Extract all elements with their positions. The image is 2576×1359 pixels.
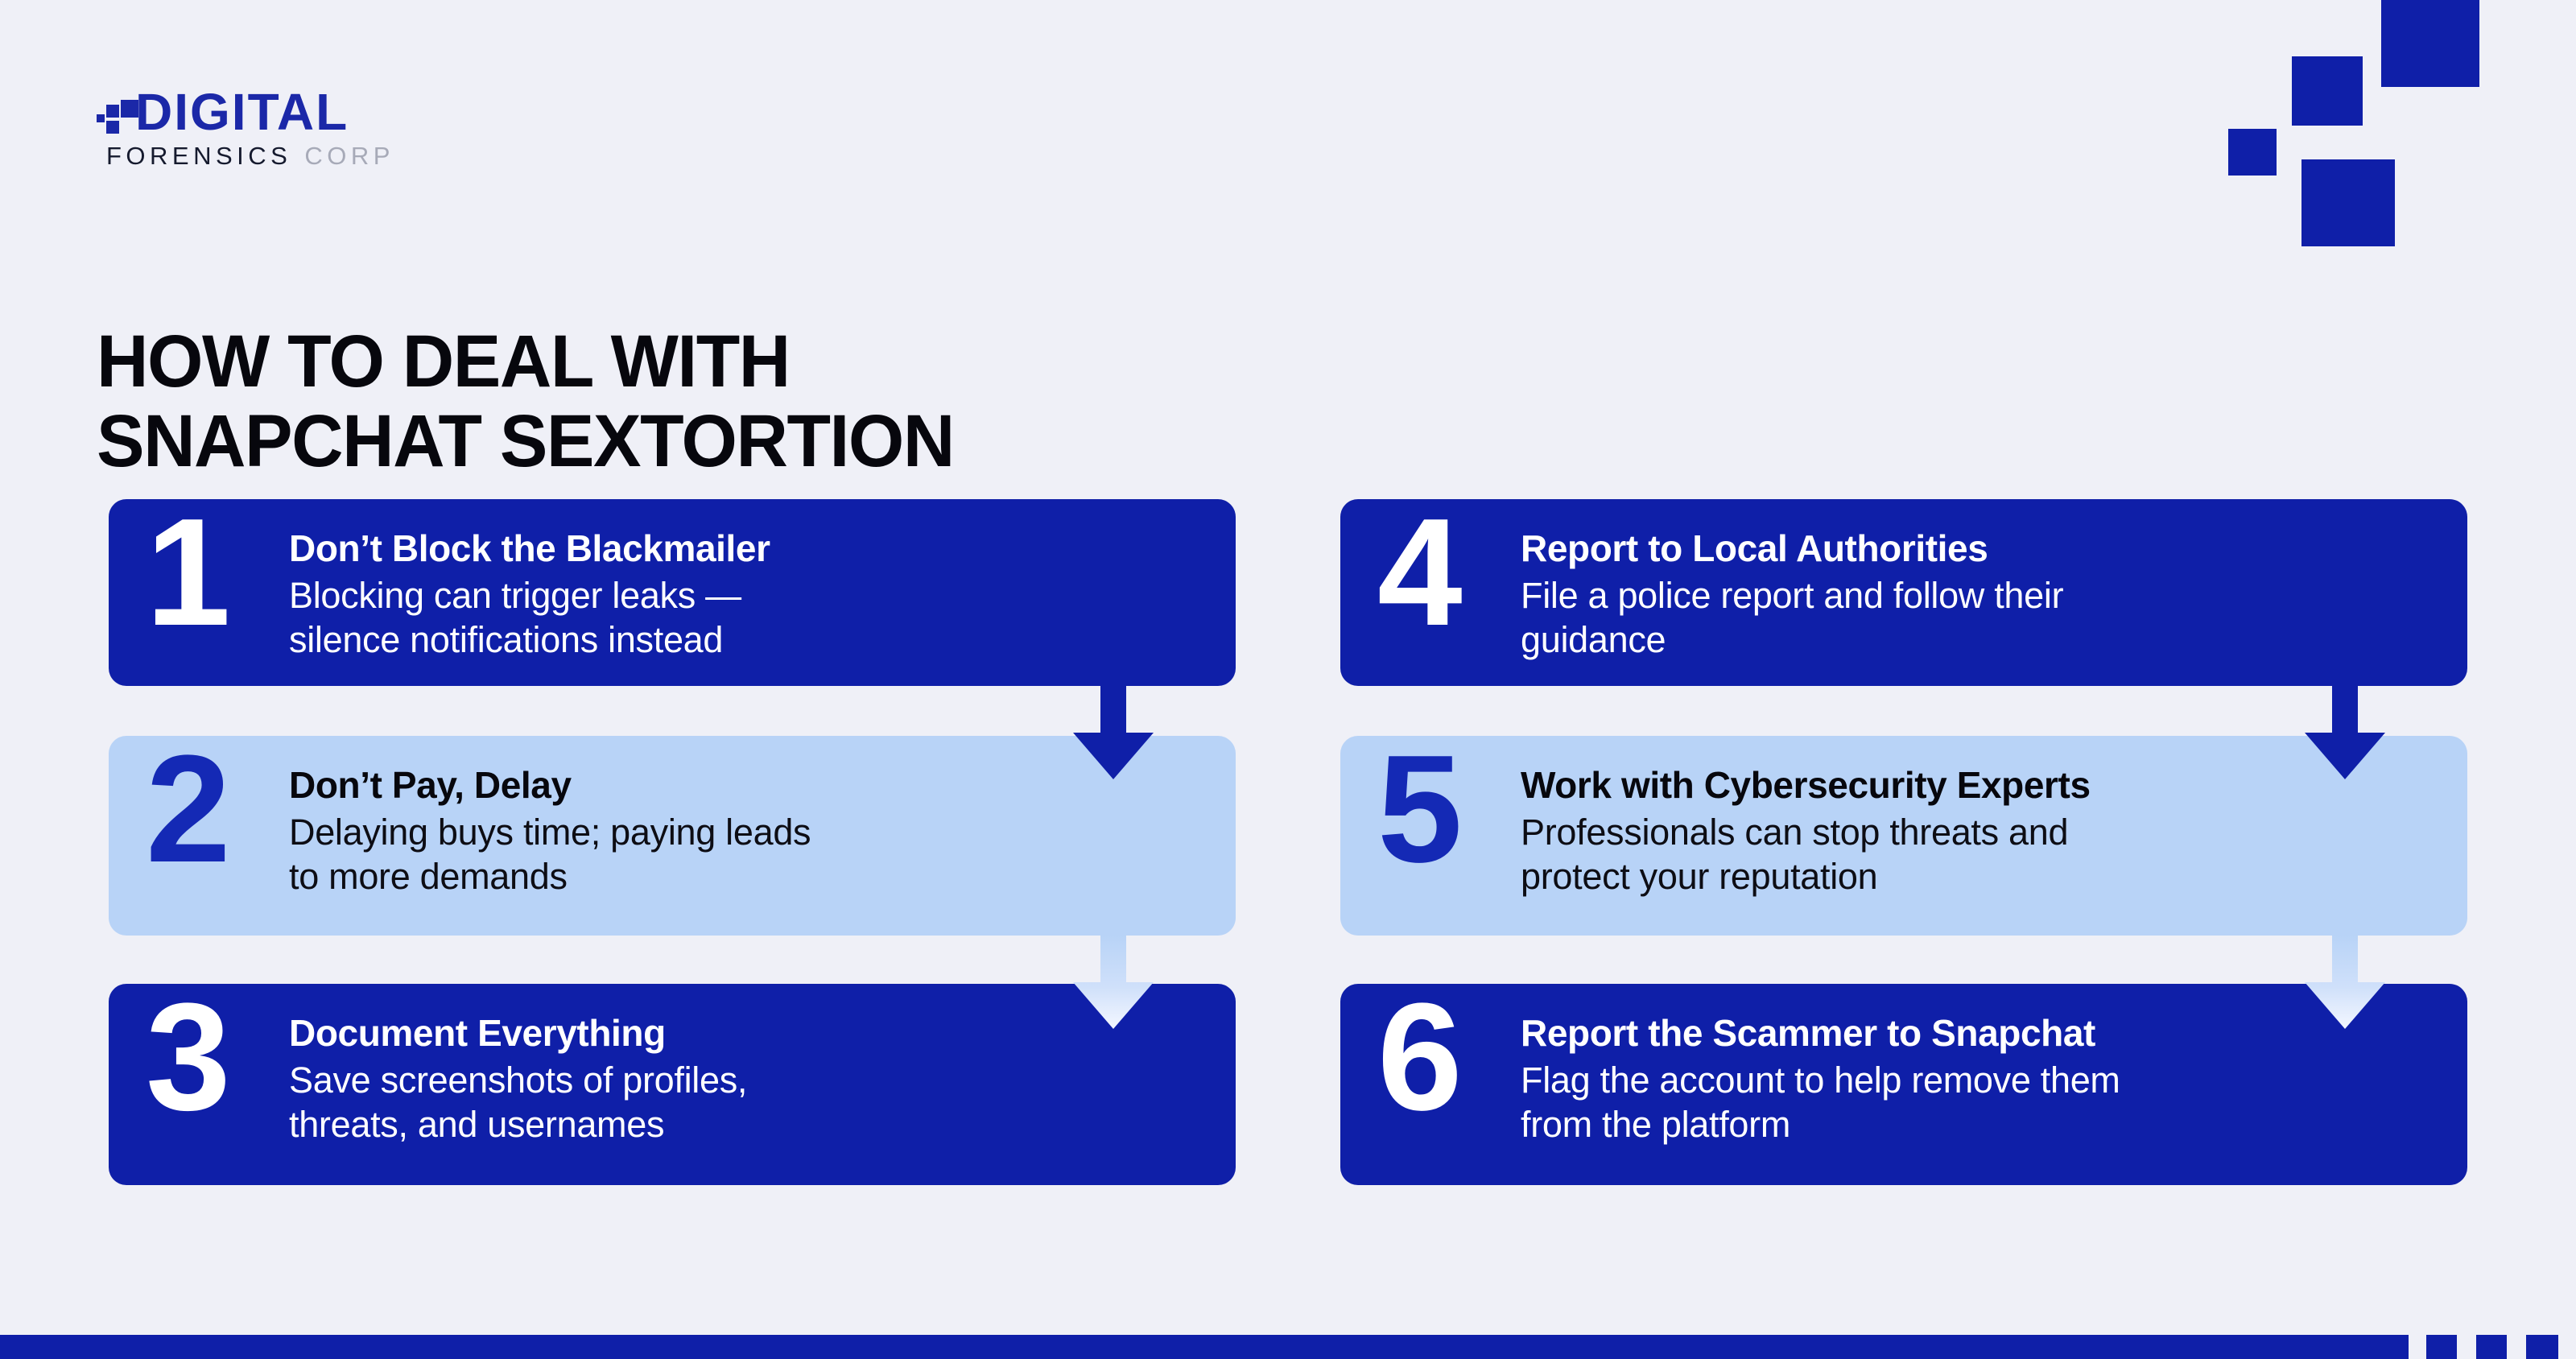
step-card-3: 3 Document Everything Save screenshots o… <box>109 972 1236 1185</box>
decorative-square-medium <box>2292 56 2363 126</box>
decorative-square-large-top <box>2381 0 2479 87</box>
footer-bar-dash-1 <box>2426 1335 2457 1359</box>
page-title: HOW TO DEAL WITH SNAPCHAT SEXTORTION <box>97 320 955 482</box>
step-number-5: 5 <box>1377 724 1463 894</box>
step-number-3: 3 <box>146 972 231 1142</box>
logo-word-corp: CORP <box>304 142 394 170</box>
footer-bar <box>0 1335 2576 1359</box>
logo-word-forensics: FORENSICS <box>106 142 292 170</box>
footer-bar-dash-3 <box>2526 1335 2558 1359</box>
step-card-2: 2 Don’t Pay, Delay Delaying buys time; p… <box>109 724 1236 1029</box>
pixel-blocks-icon <box>97 87 138 137</box>
step-body-1: Blocking can trigger leaks — silence not… <box>289 574 741 661</box>
step-body-2: Delaying buys time; paying leads to more… <box>289 811 811 898</box>
step-title-1: Don’t Block the Blackmailer <box>289 527 770 569</box>
step-title-2: Don’t Pay, Delay <box>289 764 572 806</box>
logo-secondary-row: FORENSICS CORP <box>106 142 499 171</box>
step-number-1: 1 <box>146 487 231 658</box>
decorative-square-large-bottom <box>2301 159 2395 246</box>
step-title-4: Report to Local Authorities <box>1521 527 1988 569</box>
step-card-4: 4 Report to Local Authorities File a pol… <box>1340 487 2467 779</box>
step-number-6: 6 <box>1377 972 1463 1142</box>
steps-column-left: 1 Don’t Block the Blackmailer Blocking c… <box>109 487 1236 1185</box>
decorative-square-small <box>2228 129 2277 176</box>
step-card-1: 1 Don’t Block the Blackmailer Blocking c… <box>109 487 1236 779</box>
step-body-3: Save screenshots of profiles, threats, a… <box>289 1059 748 1146</box>
step-number-2: 2 <box>146 724 231 894</box>
steps-column-right: 4 Report to Local Authorities File a pol… <box>1340 487 2467 1185</box>
step-card-5: 5 Work with Cybersecurity Experts Profes… <box>1340 724 2467 1029</box>
step-number-4: 4 <box>1377 487 1463 658</box>
step-body-5: Professionals can stop threats and prote… <box>1521 811 2069 898</box>
footer-bar-dash-2 <box>2476 1335 2507 1359</box>
step-title-5: Work with Cybersecurity Experts <box>1521 764 2091 806</box>
logo-primary-row: DIGITAL <box>97 83 499 142</box>
step-title-6: Report the Scammer to Snapchat <box>1521 1012 2095 1054</box>
steps-grid: 1 Don’t Block the Blackmailer Blocking c… <box>0 487 2576 1224</box>
brand-logo: DIGITAL FORENSICS CORP <box>97 83 499 184</box>
step-body-6: Flag the account to help remove them fro… <box>1521 1059 2120 1146</box>
footer-bar-main-segment <box>0 1335 2409 1359</box>
step-title-3: Document Everything <box>289 1012 666 1054</box>
decorative-squares-cluster <box>2206 0 2576 266</box>
step-body-4: File a police report and follow their gu… <box>1521 574 2064 661</box>
logo-word-digital: DIGITAL <box>135 83 349 142</box>
step-card-6: 6 Report the Scammer to Snapchat Flag th… <box>1340 972 2467 1185</box>
